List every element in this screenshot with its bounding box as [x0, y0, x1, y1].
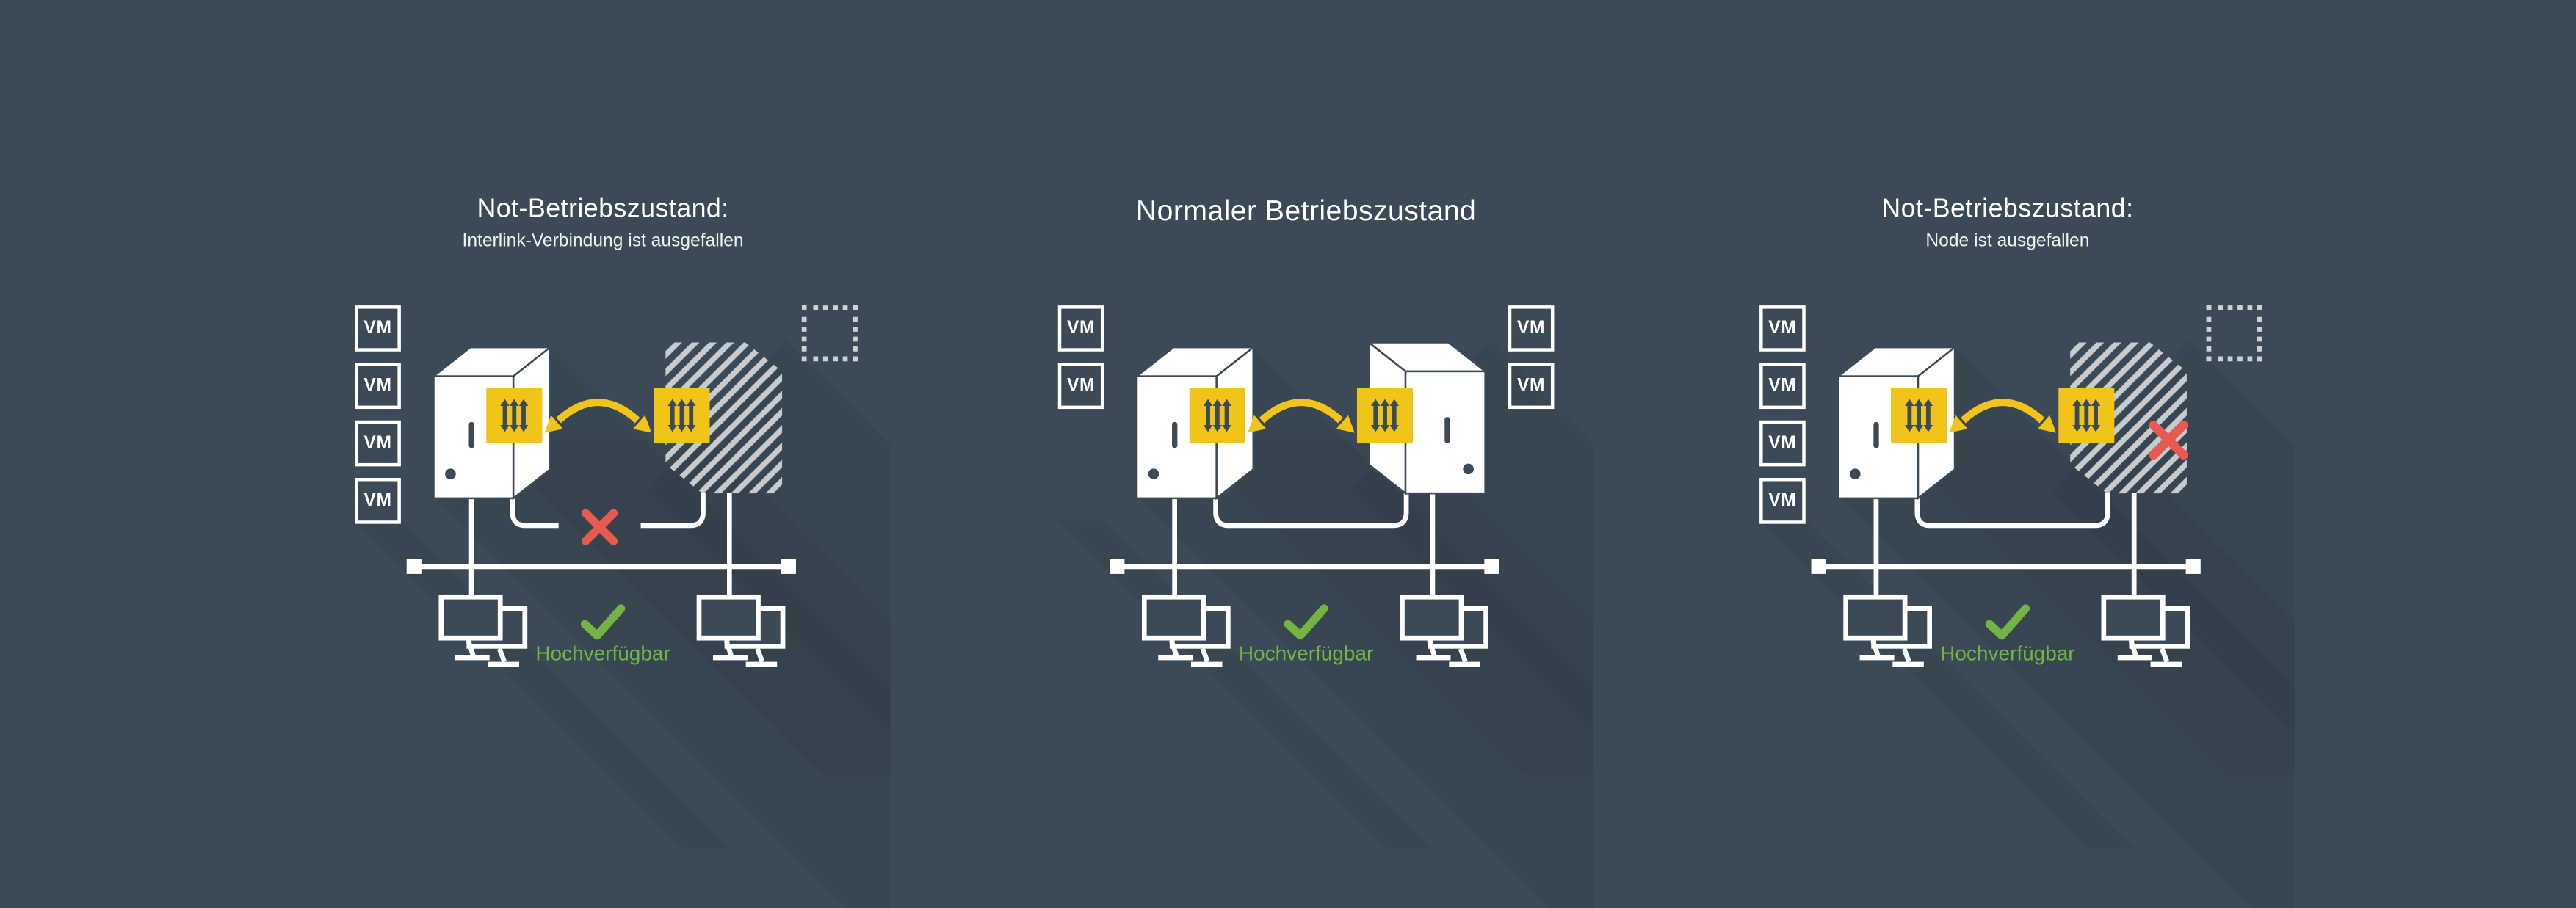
interlink-port-left: [1891, 387, 1947, 444]
interlink-port-right: [654, 387, 710, 444]
panel-interlink-failure: Not-Betriebszustand: Interlink-Verbindun…: [316, 0, 891, 908]
sync-arrow-icon: [1940, 381, 2065, 434]
vm-box: VM: [355, 305, 401, 352]
network-lines: [1117, 479, 1492, 605]
panel-normal-operation: Normaler Betriebszustand VM VM VM VM Hoc…: [1019, 0, 1594, 908]
bus-terminator-right: [1484, 559, 1499, 574]
availability-label: Hochverfügbar: [1940, 642, 2075, 666]
vm-box: VM: [1759, 305, 1806, 352]
panel-title: Not-Betriebszustand:: [1881, 195, 2134, 224]
bus-terminator-left: [1811, 559, 1826, 574]
cross-icon: [2146, 417, 2192, 463]
check-icon: [1283, 603, 1329, 640]
interlink-path: [1213, 479, 1409, 529]
panel-title: Not-Betriebszustand:: [477, 195, 729, 224]
vm-placeholder-dotted: [801, 305, 858, 362]
cross-icon: [579, 506, 621, 548]
interlink-port-left: [486, 387, 543, 444]
network-lines: [1818, 479, 2193, 605]
panel-title: Normaler Betriebszustand: [1135, 193, 1477, 227]
check-icon: [1985, 603, 2031, 640]
vm-box: VM: [355, 420, 401, 467]
connections-layer: [1759, 340, 2295, 908]
bus-terminator-left: [406, 559, 422, 574]
vm-box: VM: [1759, 363, 1806, 410]
check-icon: [580, 603, 626, 640]
interlink-icon: [1370, 399, 1400, 432]
availability-label: Hochverfügbar: [1238, 642, 1374, 666]
panel-subtitle: Node ist ausgefallen: [1925, 231, 2090, 252]
vm-box: VM: [1508, 305, 1555, 352]
vm-box: VM: [1508, 363, 1555, 410]
interlink-segment-left: [510, 479, 559, 529]
bus-terminator-right: [2185, 559, 2201, 574]
interlink-path: [1914, 479, 2110, 529]
vm-box: VM: [1759, 420, 1806, 467]
interlink-icon: [1203, 399, 1231, 432]
panel-node-failure: Not-Betriebszustand: Node ist ausgefalle…: [1720, 0, 2295, 908]
vm-box: VM: [355, 478, 401, 524]
interlink-icon: [2072, 399, 2101, 432]
availability-label: Hochverfügbar: [535, 642, 670, 666]
interlink-icon: [667, 399, 696, 432]
interlink-icon: [1905, 399, 1933, 432]
connections-layer: [355, 340, 891, 908]
connections-layer: [1057, 340, 1594, 908]
sync-arrow-icon: [1239, 381, 1364, 434]
network-lines: [413, 479, 789, 605]
interlink-icon: [500, 399, 529, 432]
vm-box: VM: [1057, 363, 1104, 410]
panel-subtitle: Interlink-Verbindung ist ausgefallen: [462, 231, 744, 252]
interlink-port-right: [1356, 387, 1414, 444]
bus-terminator-left: [1110, 559, 1125, 574]
interlink-port-left: [1189, 387, 1245, 444]
bus-terminator-right: [781, 559, 796, 574]
interlink-segment-right: [640, 493, 706, 529]
vm-box: VM: [355, 363, 401, 410]
vm-box: VM: [1759, 478, 1806, 524]
interlink-port-right: [2058, 387, 2115, 444]
sync-arrow-icon: [535, 381, 660, 434]
vm-placeholder-dotted: [2206, 305, 2262, 362]
vm-box: VM: [1057, 305, 1104, 352]
